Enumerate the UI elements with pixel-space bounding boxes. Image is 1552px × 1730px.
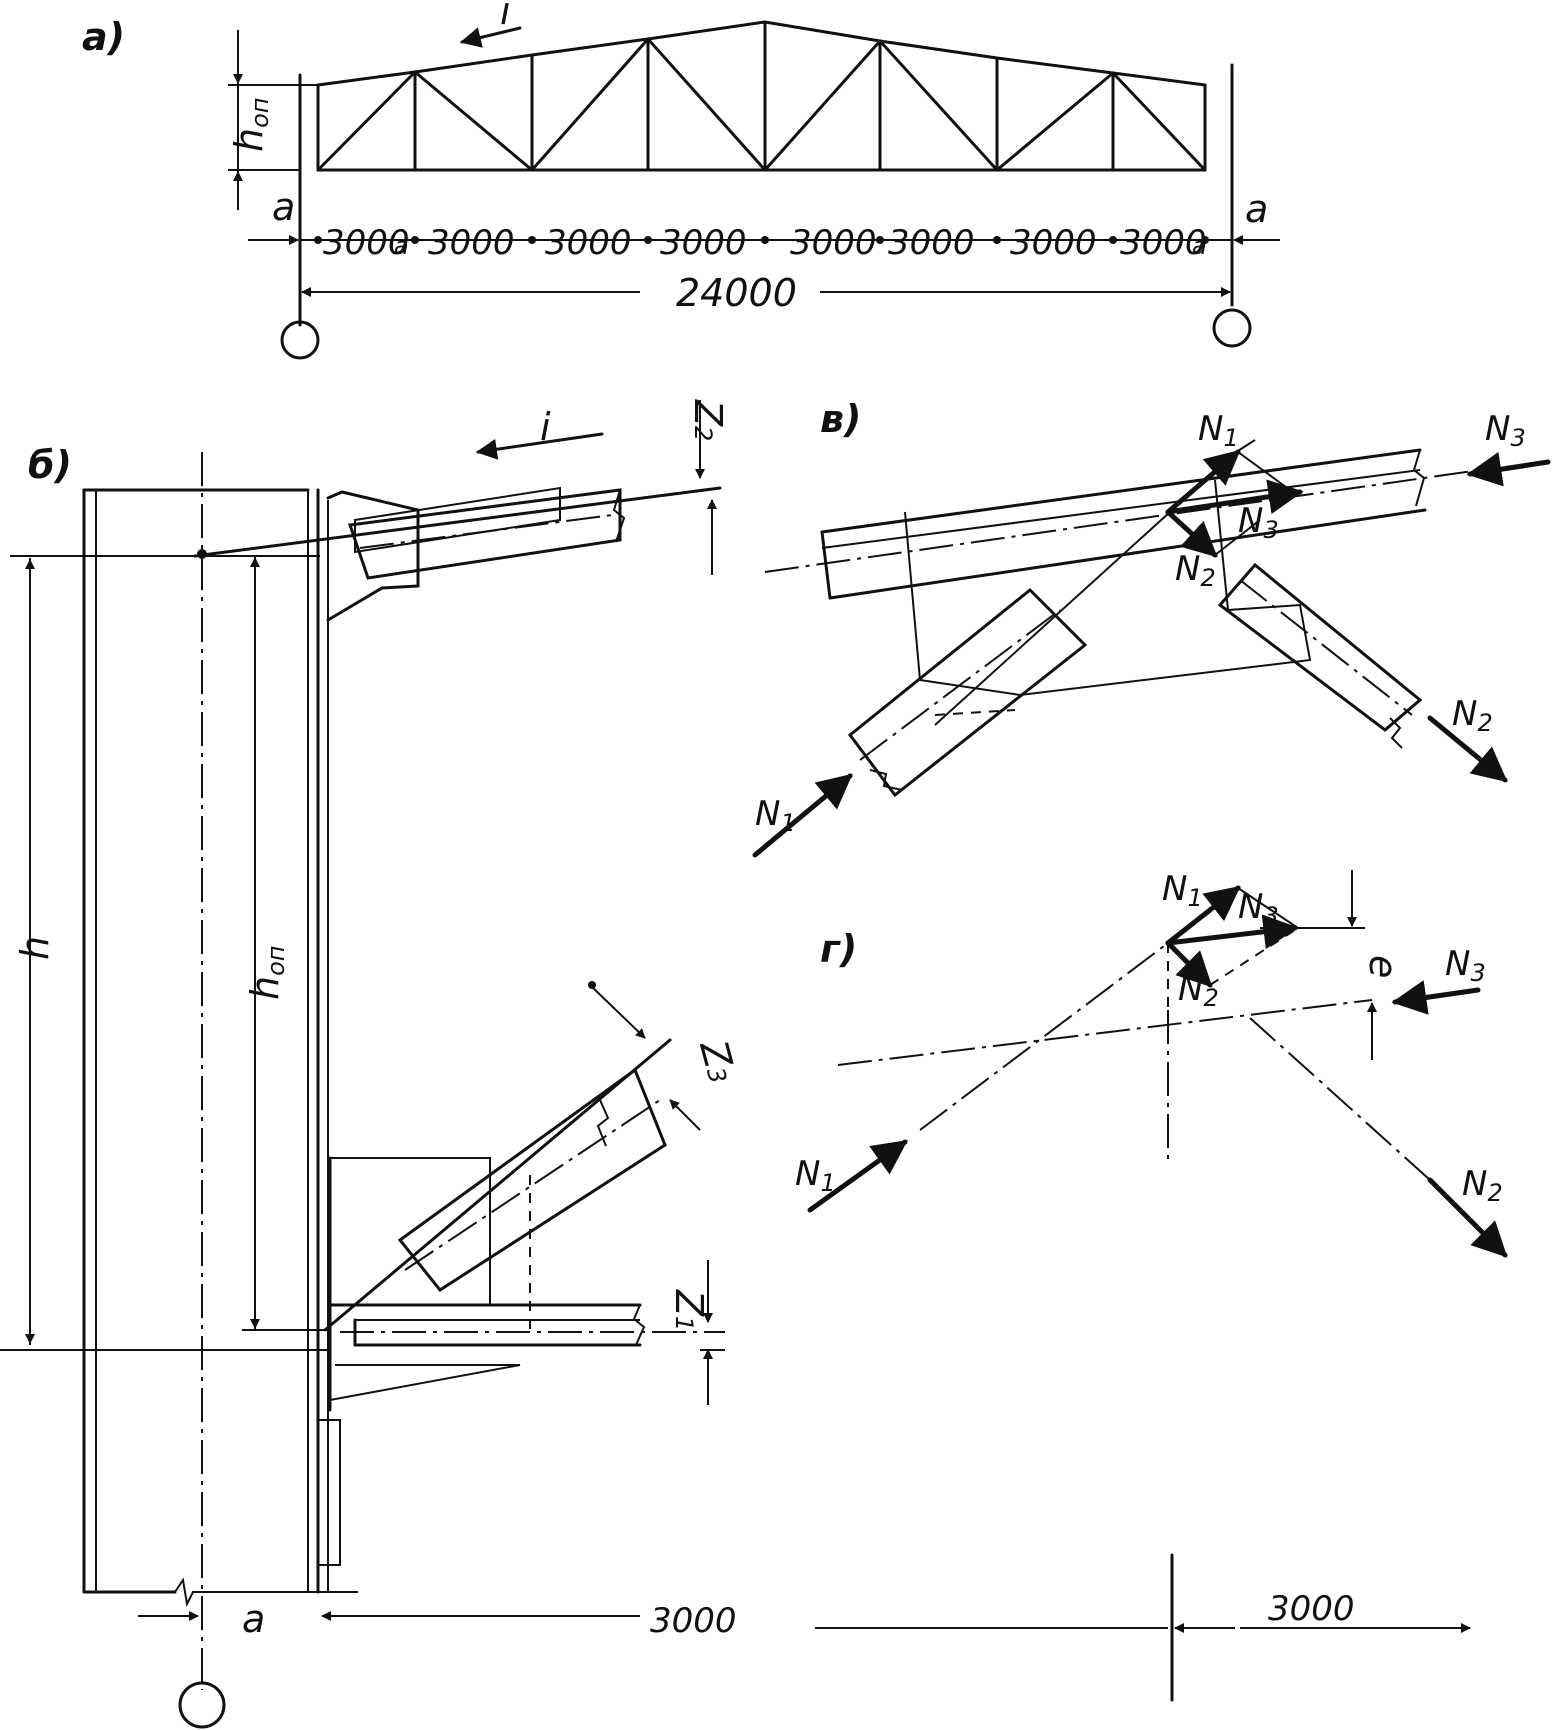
left-offset-label: a	[272, 185, 295, 229]
z1-label: Z1	[667, 1289, 711, 1331]
slope-arrow	[459, 26, 522, 48]
force-label-n1-top: N1	[1198, 409, 1239, 452]
force-label-n3-right-g: N3	[1445, 944, 1486, 987]
force-label-n1-left-g: N1	[795, 1154, 836, 1197]
force-triangle-g	[1165, 885, 1299, 1015]
column-support-hinge	[178, 1681, 226, 1729]
z3-label: Z3	[691, 1035, 744, 1087]
force-label-n3-inner-g: N3	[1238, 887, 1279, 930]
force-label-n1-left: N1	[755, 794, 796, 837]
force-label-n3-inner: N3	[1238, 501, 1279, 544]
force-n1-arrow-g	[807, 1139, 908, 1213]
bottom-chord-member	[328, 1303, 725, 1347]
panel-g-eccentricity-scheme: г) e N1 N3 N2 N3 N1 N2	[795, 869, 1508, 1258]
right-diagonal	[1217, 562, 1423, 749]
panel-dim-1: 3000	[323, 223, 410, 263]
truss-diagonals	[316, 37, 1207, 172]
column	[82, 452, 358, 1729]
n2-axis-g	[1249, 1017, 1431, 1181]
support-height-label: hоп	[227, 98, 274, 152]
n1-axis-g	[919, 942, 1169, 1131]
panel-b-support-node: б) i	[0, 399, 1471, 1729]
panel-dim-3: 3000	[545, 223, 632, 263]
panel-offset-mark-right: a	[1192, 232, 1207, 260]
panel-dim-5: 3000	[790, 223, 877, 263]
panel-dimension-dots	[314, 236, 1209, 244]
force-n3-arrow-v	[1466, 451, 1551, 487]
panel-dim-7: 3000	[1010, 223, 1097, 263]
upper-gusset	[193, 486, 722, 622]
span-dimension: 24000	[676, 271, 797, 315]
force-label-n3-right: N3	[1485, 409, 1526, 452]
left-diagonal	[847, 511, 1171, 798]
chord-axis-g	[837, 999, 1373, 1066]
panel-dim-8: 3000	[1120, 223, 1207, 263]
panel-dim-2: 3000	[428, 223, 515, 263]
panel-a-label: а)	[82, 15, 125, 59]
force-label-n2-inner-g: N2	[1178, 969, 1219, 1012]
force-n2-arrow-g	[1427, 1177, 1508, 1258]
panel-v-label: в)	[820, 397, 861, 441]
panel-dim-6: 3000	[888, 223, 975, 263]
support-diagonal	[323, 1038, 672, 1332]
left-support-hinge	[280, 320, 320, 360]
panel-a-truss-elevation: а)	[82, 0, 1280, 360]
top-chord	[316, 20, 1207, 87]
force-label-n1-top-g: N1	[1162, 869, 1203, 912]
force-n3-arrow-g	[1391, 980, 1481, 1015]
force-label-n2-inner: N2	[1175, 549, 1216, 592]
panel-dimensions: 3000 a 3000 3000 3000 3000 3000 3000 300…	[323, 223, 1207, 263]
force-triangle-v	[1165, 439, 1304, 558]
force-n1-arrow-v	[752, 773, 853, 858]
panel-b-slope-label: i	[540, 405, 551, 449]
support-height-label-b: hоп	[243, 946, 290, 1000]
force-label-n2-right-g: N2	[1462, 1164, 1503, 1207]
eccentricity-label: e	[1361, 955, 1405, 978]
panel-v-joint-node: в)	[752, 397, 1551, 858]
column-height-label: h	[13, 936, 57, 960]
panel-dim-4: 3000	[660, 223, 747, 263]
force-n2-arrow-v	[1427, 715, 1508, 783]
truss-verticals	[316, 20, 1207, 172]
right-support-hinge	[1212, 308, 1252, 348]
panel-offset-mark-left: a	[394, 232, 409, 260]
chord-member	[764, 448, 1481, 600]
lower-gusset	[328, 1156, 491, 1412]
top-chord-member	[347, 488, 622, 580]
force-label-n2-right: N2	[1452, 694, 1493, 737]
panel-g-label: г)	[820, 927, 857, 971]
slope-label: i	[500, 0, 511, 33]
right-offset-label: a	[1245, 187, 1268, 231]
bottom-dimension-left: 3000	[650, 1601, 737, 1641]
bottom-dimension-right: 3000	[1268, 1589, 1355, 1629]
column-offset-label: a	[242, 1597, 265, 1641]
z2-label: Z2	[686, 399, 730, 441]
panel-b-label: б)	[28, 443, 72, 487]
